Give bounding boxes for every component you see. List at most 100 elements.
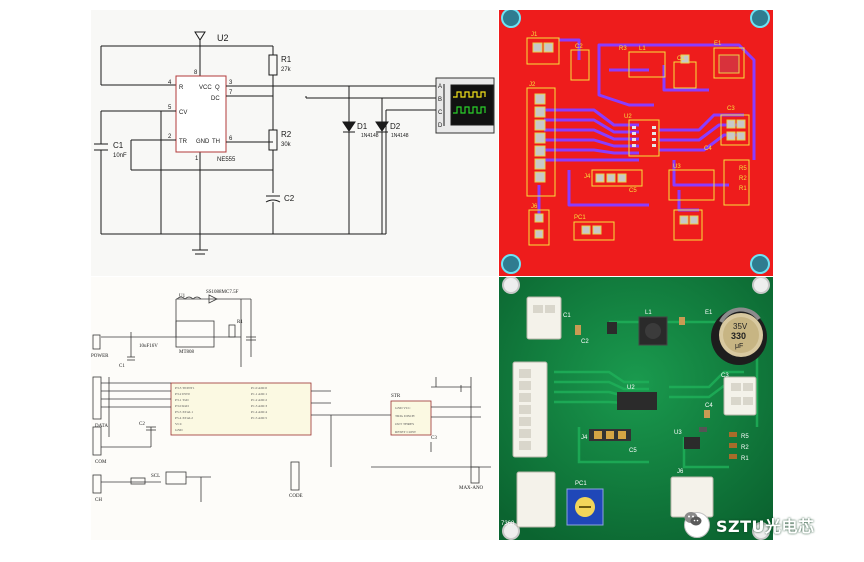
mcu-schematic: U1 SS1088MC7.5F MT808 10uF16V R1 C1 POWE… bbox=[91, 290, 491, 503]
pin-num-3: 3 bbox=[229, 80, 233, 86]
scope-ch-b: B bbox=[438, 97, 442, 103]
s2-label-ch: CH bbox=[95, 498, 102, 503]
pcb-label-c3: C3 bbox=[727, 106, 735, 112]
pcb-label-j6: J6 bbox=[531, 204, 538, 210]
s2-label-c1: C1 bbox=[119, 364, 125, 369]
pin-cv: CV bbox=[179, 110, 187, 116]
scanned-schematic-panel: U1 SS1088MC7.5F MT808 10uF16V R1 C1 POWE… bbox=[91, 277, 498, 540]
s2-label-u1: U1 bbox=[179, 294, 186, 299]
pcb-label-l1: L1 bbox=[639, 46, 646, 52]
pcb-photo: 35V 330 μF C1 C2 L1 E bbox=[499, 277, 773, 540]
electrolytic-capacitor: 35V 330 μF bbox=[711, 307, 767, 365]
photo-label-c5: C5 bbox=[629, 448, 637, 454]
svg-text:VCC: VCC bbox=[175, 422, 183, 426]
s2-label-max: MAX-ANO bbox=[459, 486, 484, 491]
schematic-panel: U2 R VCC Q DC CV TR GND TH 4 8 3 7 5 2 1… bbox=[91, 10, 498, 276]
photo-label-c4: C4 bbox=[705, 403, 713, 409]
svg-text:TRIG DISCH: TRIG DISCH bbox=[395, 414, 415, 418]
svg-text:RESET CONT: RESET CONT bbox=[395, 430, 417, 434]
d1-label: D1 bbox=[357, 122, 368, 131]
svg-text:P5.5 XTAL1: P5.5 XTAL1 bbox=[175, 410, 193, 414]
photo-label-c3: C3 bbox=[721, 373, 729, 379]
pcb-label-pc1: PC1 bbox=[574, 215, 586, 221]
mounting-holes bbox=[501, 10, 770, 274]
watermark-text: SZTU光电芯 bbox=[716, 517, 815, 536]
photo-label-j4: J4 bbox=[581, 435, 588, 441]
pin-num-2: 2 bbox=[168, 134, 172, 140]
photo-label-u2: U2 bbox=[627, 385, 635, 391]
photo-label-r1: R1 bbox=[741, 456, 749, 462]
s2-label-data: DATA bbox=[95, 424, 108, 429]
pcb-label-r5: R5 bbox=[739, 166, 747, 172]
pcb-label-u2: U2 bbox=[624, 114, 632, 120]
photo-label-r2: R2 bbox=[741, 445, 749, 451]
pin-gnd: GND bbox=[196, 139, 210, 145]
svg-text:P3.0 RxD: P3.0 RxD bbox=[175, 404, 189, 408]
svg-text:GND: GND bbox=[175, 428, 183, 432]
pcb-label-c4: C4 bbox=[704, 146, 712, 152]
s2-label-code: CODE bbox=[289, 494, 303, 499]
r2-value: 30k bbox=[281, 142, 292, 148]
cap-value: 330 bbox=[731, 331, 746, 341]
photo-label-pc1: PC1 bbox=[575, 481, 587, 487]
pcb-label-e1: E1 bbox=[714, 41, 722, 47]
svg-text:OUT THRES: OUT THRES bbox=[395, 422, 414, 426]
s2-label-diode: SS1088MC7.5F bbox=[206, 290, 239, 295]
s2-label-c3: C3 bbox=[431, 436, 437, 441]
pin-num-7: 7 bbox=[229, 90, 233, 96]
photo-label-e1: E1 bbox=[705, 310, 713, 316]
pcb-label-c1: C1 bbox=[677, 56, 685, 62]
u2-label: U2 bbox=[217, 33, 229, 43]
svg-text:P3.2 INT0: P3.2 INT0 bbox=[175, 392, 190, 396]
pcb-label-r2: R2 bbox=[739, 176, 747, 182]
photo-label-j6: J6 bbox=[677, 469, 684, 475]
s2-label-regulator: MT808 bbox=[179, 350, 195, 355]
pcb-layout-panel: J1 R3 C2 L1 E1 J2 U2 C3 J4 C5 J6 PC1 C1 … bbox=[499, 10, 773, 276]
scope-ch-c: C bbox=[438, 110, 443, 116]
cap-unit: μF bbox=[735, 343, 743, 350]
scope-ch-a: A bbox=[438, 84, 442, 90]
s2-label-scl: SCL bbox=[151, 474, 160, 479]
scope-ch-d: D bbox=[438, 123, 443, 129]
svg-text:P1.4 ADC4: P1.4 ADC4 bbox=[251, 410, 267, 414]
pin-num-4: 4 bbox=[168, 80, 172, 86]
s2-label-com: COM bbox=[95, 460, 107, 465]
pin-num-5: 5 bbox=[168, 105, 172, 111]
svg-text:P1.0 ADC0: P1.0 ADC0 bbox=[251, 386, 267, 390]
pcb-label-r3: R3 bbox=[619, 46, 627, 52]
pin-tr: TR bbox=[179, 139, 188, 145]
pcb-label-r1: R1 bbox=[739, 186, 747, 192]
cap-voltage: 35V bbox=[733, 322, 748, 331]
pcb-label-j1: J1 bbox=[531, 32, 538, 38]
pcb-label-j4: J4 bbox=[584, 174, 591, 180]
d2-part: 1N4148 bbox=[391, 133, 409, 139]
pcb-label-c5: C5 bbox=[629, 188, 637, 194]
photo-label-u3: U3 bbox=[674, 430, 682, 436]
photo-label-r5: R5 bbox=[741, 434, 749, 440]
s2-label-cap: 10uF16V bbox=[139, 344, 158, 349]
pin-num-1: 1 bbox=[195, 156, 199, 162]
c1-value: 10nF bbox=[113, 153, 127, 159]
watermark: SZTU光电芯 bbox=[684, 511, 815, 539]
photo-label-c2: C2 bbox=[581, 339, 589, 345]
pcb-label-c2: C2 bbox=[575, 44, 583, 50]
c1-label: C1 bbox=[113, 141, 124, 150]
wechat-icon bbox=[684, 512, 710, 538]
s2-label-r1: R1 bbox=[237, 320, 243, 325]
pin-r: R bbox=[179, 85, 184, 91]
svg-text:P1.2 ADC2: P1.2 ADC2 bbox=[251, 398, 267, 402]
svg-text:GND VCC: GND VCC bbox=[395, 406, 411, 410]
pin-num-8: 8 bbox=[194, 70, 198, 76]
r1-value: 27k bbox=[281, 67, 292, 73]
pcb-label-u3: U3 bbox=[673, 164, 681, 170]
svg-text:P3.1 TxD: P3.1 TxD bbox=[175, 398, 189, 402]
chip-name: NE555 bbox=[217, 157, 236, 163]
photo-label-c1: C1 bbox=[563, 313, 571, 319]
pin-vcc: VCC bbox=[199, 85, 212, 91]
s2-label-power: POWER bbox=[91, 354, 109, 359]
pin-q: Q bbox=[215, 85, 220, 91]
d1-part: 1N4148 bbox=[361, 133, 379, 139]
pcb-layout: J1 R3 C2 L1 E1 J2 U2 C3 J4 C5 J6 PC1 C1 … bbox=[501, 10, 770, 274]
r2-label: R2 bbox=[281, 130, 292, 139]
ne555-schematic: U2 R VCC Q DC CV TR GND TH 4 8 3 7 5 2 1… bbox=[94, 31, 495, 255]
